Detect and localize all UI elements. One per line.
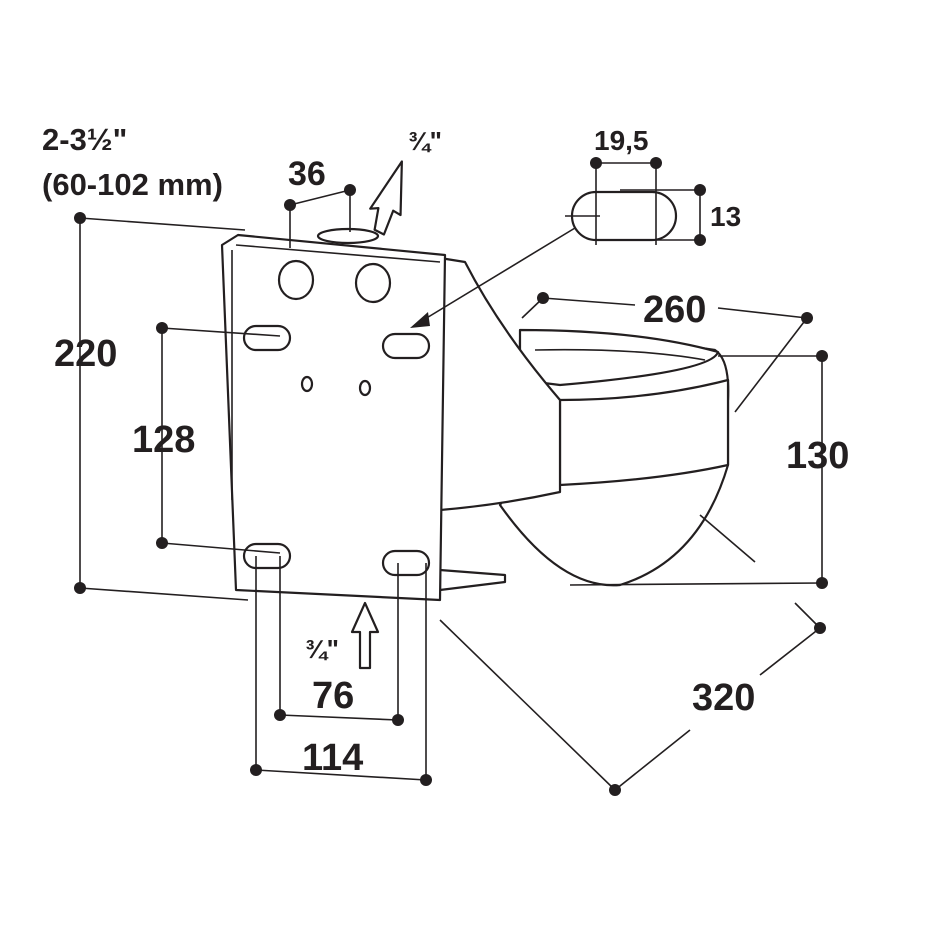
- dimension-lines: [74, 184, 828, 796]
- slot-detail: [565, 157, 706, 246]
- plate-width-label: 114: [302, 737, 363, 779]
- wall-range-label: 2-3½": [42, 122, 127, 157]
- slot-vertical-spacing-label: 128: [132, 419, 195, 461]
- slot: [242, 324, 292, 352]
- wall-range-mm-label: (60-102 mm): [42, 167, 223, 202]
- hole: [277, 259, 315, 301]
- inlet: [316, 227, 380, 245]
- side-bracket: [438, 256, 562, 592]
- inlet-bottom-label: ¾": [305, 634, 339, 664]
- depth-label: 320: [692, 677, 755, 719]
- back-plate: [220, 227, 447, 602]
- bowl-width-label: 260: [643, 289, 706, 331]
- hole-spacing-top-label: 36: [288, 155, 326, 193]
- slot: [242, 542, 292, 570]
- slot: [381, 549, 431, 577]
- bowl-height-label: 130: [786, 435, 849, 477]
- bowl: [498, 328, 730, 587]
- slot-detail-leader: [419, 227, 576, 323]
- hole: [358, 379, 372, 397]
- inlet-top-arrow: [369, 160, 403, 236]
- slot-height-label: 13: [710, 201, 741, 232]
- inlet-top-label: ¾": [408, 126, 442, 156]
- slot: [381, 332, 431, 360]
- plate-height-label: 220: [54, 333, 117, 375]
- slot-horizontal-spacing-label: 76: [312, 675, 354, 717]
- hole: [354, 262, 392, 304]
- inlet-bottom-arrow: [350, 601, 380, 670]
- hole: [300, 375, 314, 393]
- slot-width-label: 19,5: [594, 125, 649, 156]
